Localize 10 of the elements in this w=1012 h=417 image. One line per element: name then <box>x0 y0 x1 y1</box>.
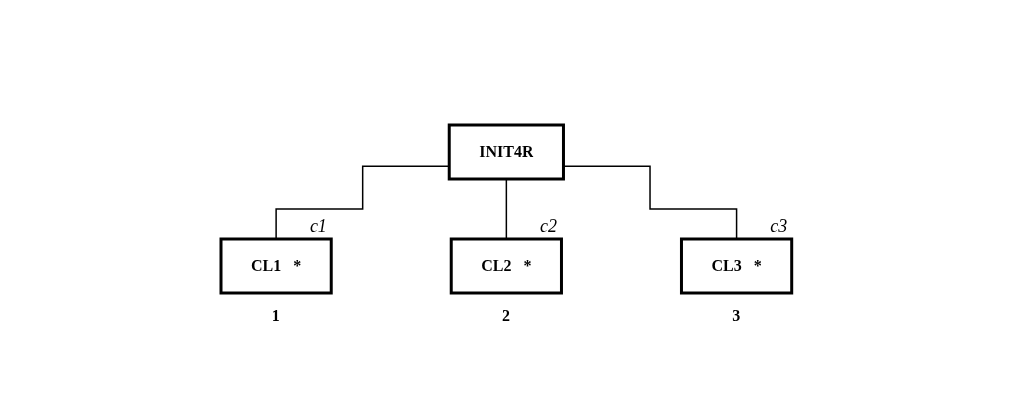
handwritten-note: c3 <box>770 215 788 237</box>
node-box: CL2 * <box>449 237 563 294</box>
node-box: CL3 * <box>679 237 793 294</box>
node-number: 1 <box>271 306 280 325</box>
node-number: 2 <box>502 306 510 325</box>
node-number: 3 <box>732 306 741 325</box>
node-box: CL1 * <box>219 237 333 294</box>
handwritten-note: c1 <box>309 215 327 237</box>
node-box: INIT4R <box>447 123 565 180</box>
handwritten-note: c2 <box>540 215 558 237</box>
